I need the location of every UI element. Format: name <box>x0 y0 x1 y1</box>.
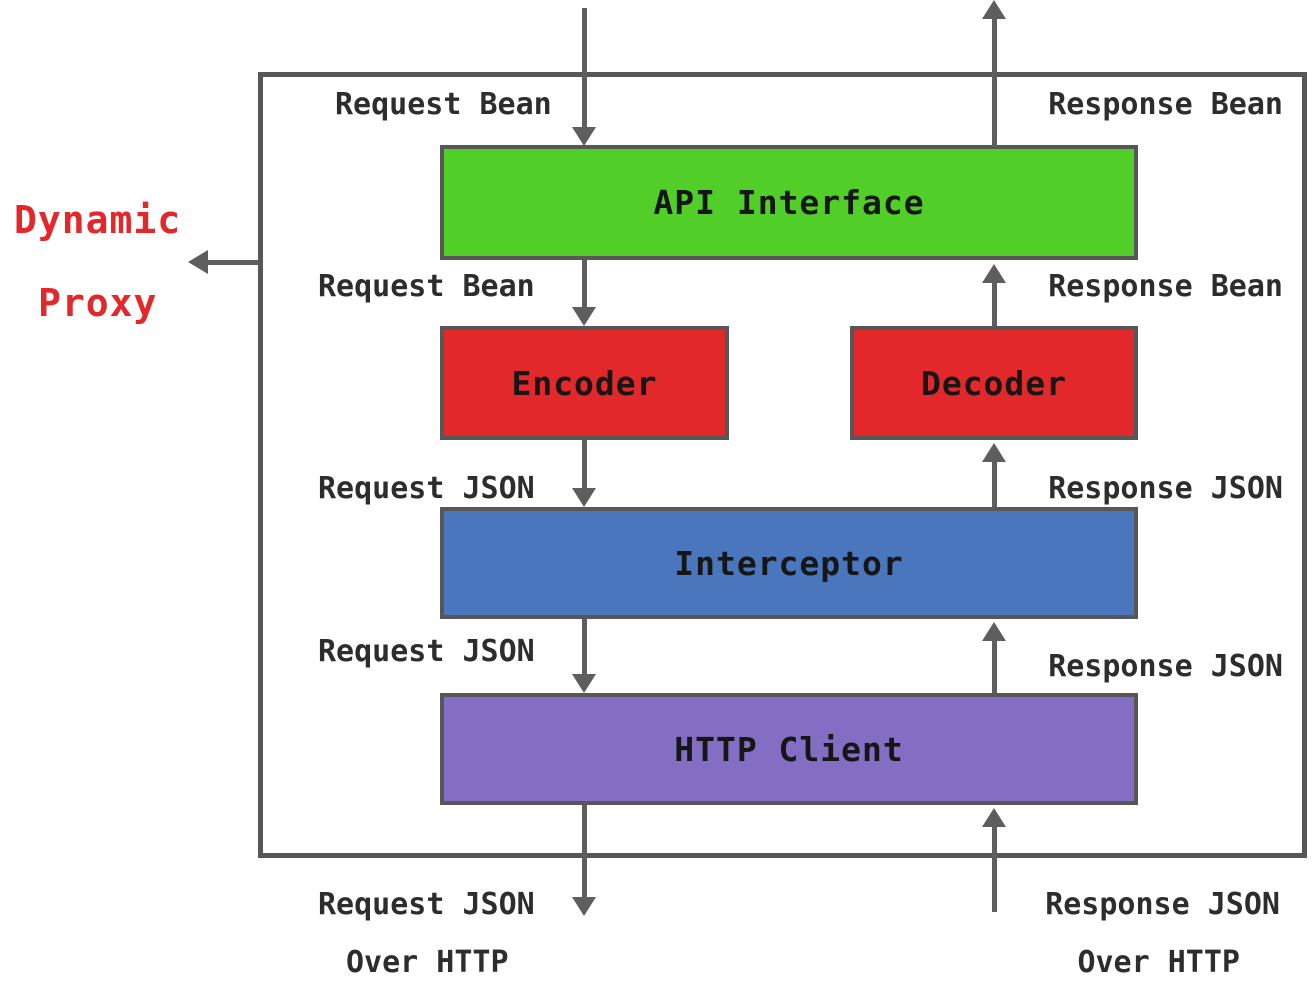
label-response-bean-top: Response Bean <box>1048 87 1283 122</box>
api-interface-box: API Interface <box>440 145 1138 260</box>
label-request-json-bottom: Request JSON <box>318 887 535 922</box>
label-response-json-2: Response JSON <box>1048 649 1283 684</box>
dynamic-proxy-label-line2: Proxy <box>38 281 158 325</box>
interceptor-box: Interceptor <box>440 507 1138 619</box>
decoder-label: Decoder <box>920 363 1068 403</box>
label-request-json-1: Request JSON <box>318 471 535 506</box>
label-response-json-bottom: Response JSON <box>1045 887 1280 922</box>
label-over-http-right: Over HTTP <box>1077 945 1240 980</box>
dynamic-proxy-label-line1: Dynamic <box>14 198 182 242</box>
label-request-bean-mid: Request Bean <box>318 269 535 304</box>
label-request-json-2: Request JSON <box>318 634 535 669</box>
dynamic-proxy-boundary <box>258 72 1307 858</box>
encoder-box: Encoder <box>440 326 729 440</box>
label-response-json-1: Response JSON <box>1048 471 1283 506</box>
interceptor-label: Interceptor <box>674 543 904 583</box>
encoder-label: Encoder <box>511 363 658 403</box>
label-request-bean-top: Request Bean <box>335 87 552 122</box>
http-client-box: HTTP Client <box>440 693 1138 805</box>
http-client-label: HTTP Client <box>674 729 904 769</box>
api-interface-label: API Interface <box>653 183 925 222</box>
label-over-http-left: Over HTTP <box>346 945 509 980</box>
decoder-box: Decoder <box>850 326 1138 440</box>
label-response-bean-mid: Response Bean <box>1048 269 1283 304</box>
